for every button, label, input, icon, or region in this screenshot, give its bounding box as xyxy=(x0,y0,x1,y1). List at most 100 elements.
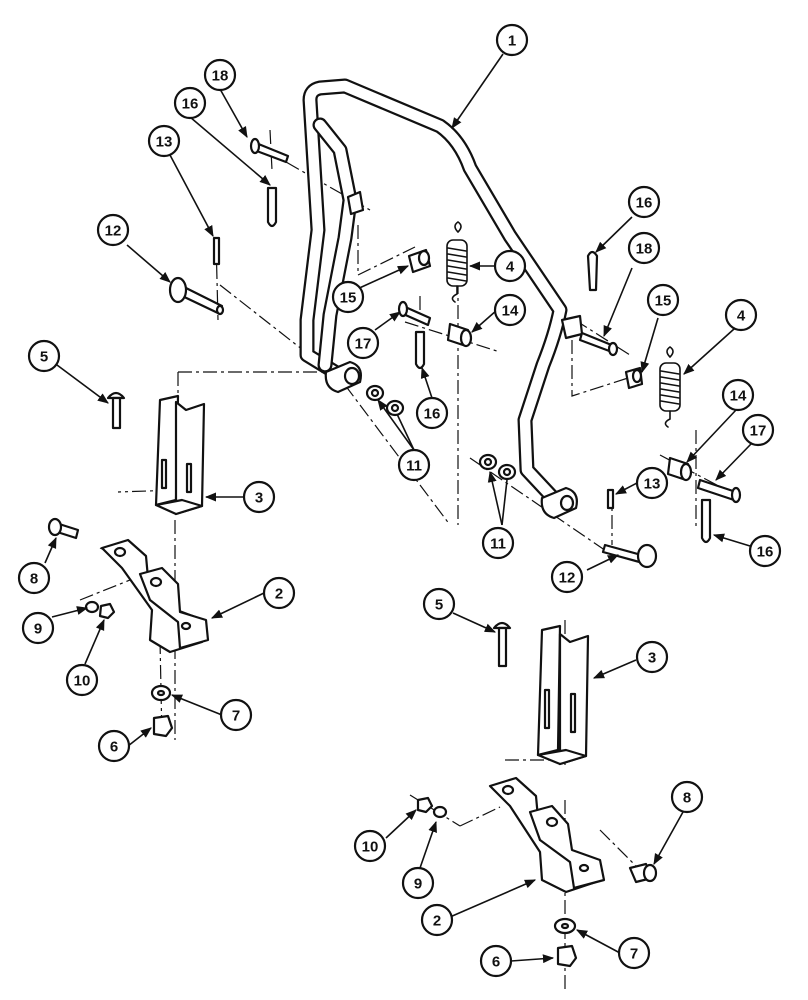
callout-6: 6 xyxy=(97,729,131,763)
callout-number: 6 xyxy=(110,739,118,756)
callout-number: 14 xyxy=(502,303,519,320)
callout-number: 13 xyxy=(644,476,661,493)
callout-circle xyxy=(397,448,431,482)
callout-number: 18 xyxy=(212,68,229,85)
callout-circle xyxy=(635,466,669,500)
callout-number: 13 xyxy=(156,134,173,151)
cotter-13-left xyxy=(212,236,221,266)
pin-17-left xyxy=(397,300,432,327)
bushing-15-left xyxy=(407,248,432,274)
hoop-bar xyxy=(299,78,584,520)
callout-number: 6 xyxy=(492,954,500,971)
callout-14: 14 xyxy=(493,293,527,327)
pin-17-right xyxy=(696,478,742,504)
callout-10: 10 xyxy=(353,829,387,863)
callout-number: 3 xyxy=(255,490,263,507)
callout-number: 11 xyxy=(490,536,506,553)
callout-circle xyxy=(203,58,237,92)
callout-circle xyxy=(415,396,449,430)
cotter-pin-a xyxy=(266,186,278,228)
callout-circle xyxy=(401,866,435,900)
clevis-pin-left xyxy=(249,137,290,164)
base-mount-right xyxy=(488,776,606,894)
callout-circle xyxy=(96,213,130,247)
callout-circle xyxy=(147,124,181,158)
callout-number: 8 xyxy=(30,571,38,588)
callout-number: 2 xyxy=(433,913,441,930)
bushing-14-right xyxy=(666,456,693,482)
nut-10-left xyxy=(98,602,116,620)
callout-12: 12 xyxy=(96,213,130,247)
callout-16: 16 xyxy=(173,86,207,120)
callout-number: 5 xyxy=(40,349,48,366)
callout-8: 8 xyxy=(17,561,51,595)
nut-10-right xyxy=(416,796,434,814)
callout-circle xyxy=(493,249,527,283)
nut-6-right xyxy=(556,944,578,968)
callout-number: 8 xyxy=(683,790,691,807)
callout-circle xyxy=(627,185,661,219)
callout-7: 7 xyxy=(617,936,651,970)
bushing-15-right xyxy=(624,366,644,390)
callout-5: 5 xyxy=(27,339,61,373)
callouts: 1181613121541714165113829107616181541417… xyxy=(17,23,782,978)
callout-12: 12 xyxy=(550,560,584,594)
callout-circle xyxy=(346,326,380,360)
callout-11: 11 xyxy=(397,448,431,482)
callout-number: 16 xyxy=(182,96,199,113)
callout-circle xyxy=(17,561,51,595)
washer-7-left xyxy=(150,684,172,702)
callout-circle xyxy=(627,231,661,265)
callout-circle xyxy=(495,23,529,57)
bushing-14-left xyxy=(446,322,473,348)
callout-number: 1 xyxy=(508,33,516,50)
callout-number: 10 xyxy=(74,673,91,690)
callout-number: 5 xyxy=(435,597,443,614)
callout-15: 15 xyxy=(331,280,365,314)
washer-7-right xyxy=(553,917,577,935)
callout-number: 14 xyxy=(730,388,747,405)
lock-washer-9-left xyxy=(84,600,100,614)
callout-number: 7 xyxy=(630,946,638,963)
cotter-13-right xyxy=(606,488,615,510)
callout-number: 9 xyxy=(414,876,422,893)
callout-6: 6 xyxy=(479,944,513,978)
callout-16: 16 xyxy=(415,396,449,430)
callout-9: 9 xyxy=(401,866,435,900)
callout-circle xyxy=(748,534,782,568)
callout-5: 5 xyxy=(422,587,456,621)
callout-11: 11 xyxy=(481,526,515,560)
callout-circle xyxy=(242,480,276,514)
callout-10: 10 xyxy=(65,663,99,697)
callout-7: 7 xyxy=(219,698,253,732)
callout-circle xyxy=(353,829,387,863)
callout-circle xyxy=(27,339,61,373)
callout-circle xyxy=(479,944,513,978)
lock-washer-9-right xyxy=(432,805,448,819)
callout-number: 11 xyxy=(406,458,422,475)
callout-16: 16 xyxy=(627,185,661,219)
spring-left xyxy=(446,221,468,303)
cotter-pin-c xyxy=(586,250,599,292)
upright-bracket-right xyxy=(536,624,590,766)
callout-circle xyxy=(635,640,669,674)
callout-circle xyxy=(420,903,454,937)
callout-1: 1 xyxy=(495,23,529,57)
callout-8: 8 xyxy=(670,780,704,814)
callout-13: 13 xyxy=(147,124,181,158)
callout-circle xyxy=(617,936,651,970)
callout-circle xyxy=(21,611,55,645)
callout-4: 4 xyxy=(493,249,527,283)
base-mount-left xyxy=(100,538,210,654)
washers-11-left xyxy=(365,384,405,417)
callout-number: 16 xyxy=(424,406,441,423)
callout-number: 18 xyxy=(636,241,653,258)
screw-8-right xyxy=(628,862,658,884)
carriage-bolt-left xyxy=(106,391,126,430)
callout-number: 9 xyxy=(34,621,42,638)
callout-2: 2 xyxy=(262,576,296,610)
upright-bracket-left xyxy=(154,394,206,516)
spring-right xyxy=(659,346,681,428)
